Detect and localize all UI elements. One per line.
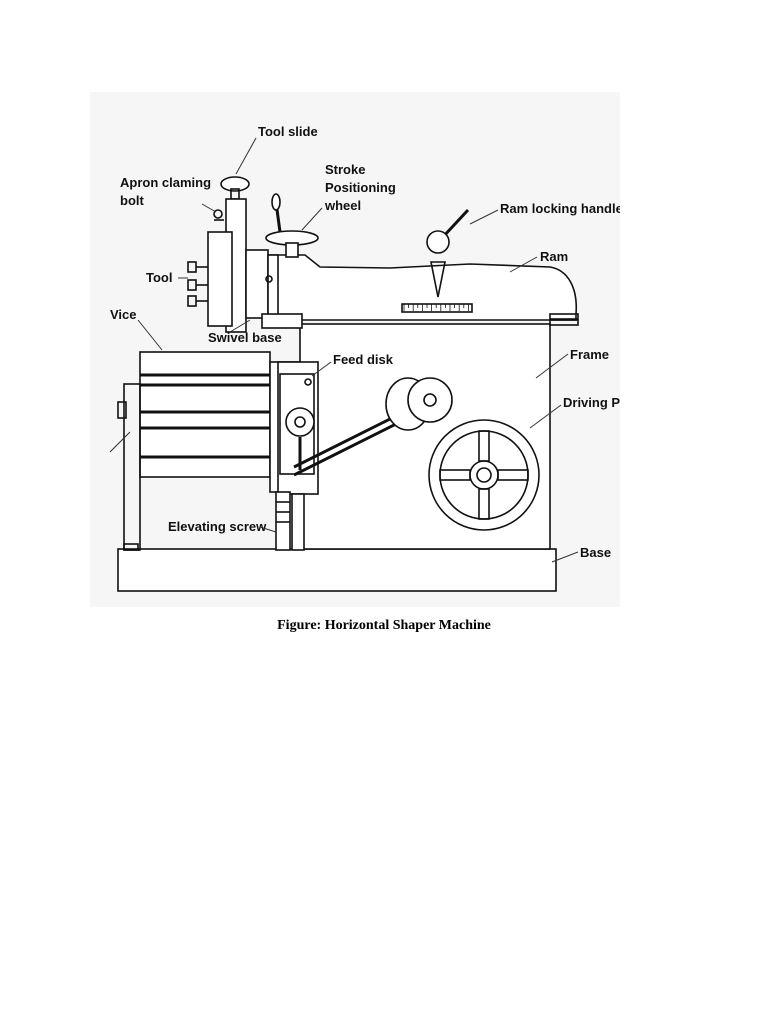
label-vice: Vice	[110, 307, 137, 322]
label-base: Base	[580, 545, 611, 560]
tool-head	[187, 176, 303, 333]
label-ram: Ram	[540, 249, 568, 264]
label-apron-bolt-line2: bolt	[120, 193, 144, 208]
label-apron-bolt-line1: Apron claming	[120, 175, 211, 190]
shaper-machine-figure: Tool slide Apron claming bolt Stroke Pos…	[90, 92, 620, 607]
label-tool-slide: Tool slide	[258, 124, 318, 139]
elevating-screw	[275, 491, 305, 551]
label-ram-locking-handle: Ram locking handle	[500, 201, 620, 216]
ram-locking-handle	[426, 208, 470, 298]
figure-caption: Figure: Horizontal Shaper Machine	[277, 618, 491, 633]
label-feed-disk: Feed disk	[333, 352, 394, 367]
ram-part	[264, 254, 579, 326]
label-frame: Frame	[570, 347, 609, 362]
label-tool: Tool	[146, 270, 172, 285]
stroke-scale	[401, 303, 473, 313]
base-part	[117, 548, 557, 592]
stroke-positioning-wheel	[265, 193, 319, 258]
label-stroke-wheel-line3: wheel	[324, 198, 361, 213]
label-driving-pulley: Driving Pulley	[563, 395, 620, 410]
shaper-machine-diagram: Tool slide Apron claming bolt Stroke Pos…	[90, 92, 620, 607]
driving-pulley	[428, 419, 540, 531]
label-swivel-base: Swivel base	[208, 330, 282, 345]
label-stroke-wheel-line1: Stroke	[325, 162, 365, 177]
part-labels: Tool slide Apron claming bolt Stroke Pos…	[110, 124, 620, 560]
feed-mechanism	[277, 361, 453, 495]
label-stroke-wheel-line2: Positioning	[325, 180, 396, 195]
label-elevating-screw: Elevating screw	[168, 519, 267, 534]
leader-lines	[109, 137, 579, 563]
